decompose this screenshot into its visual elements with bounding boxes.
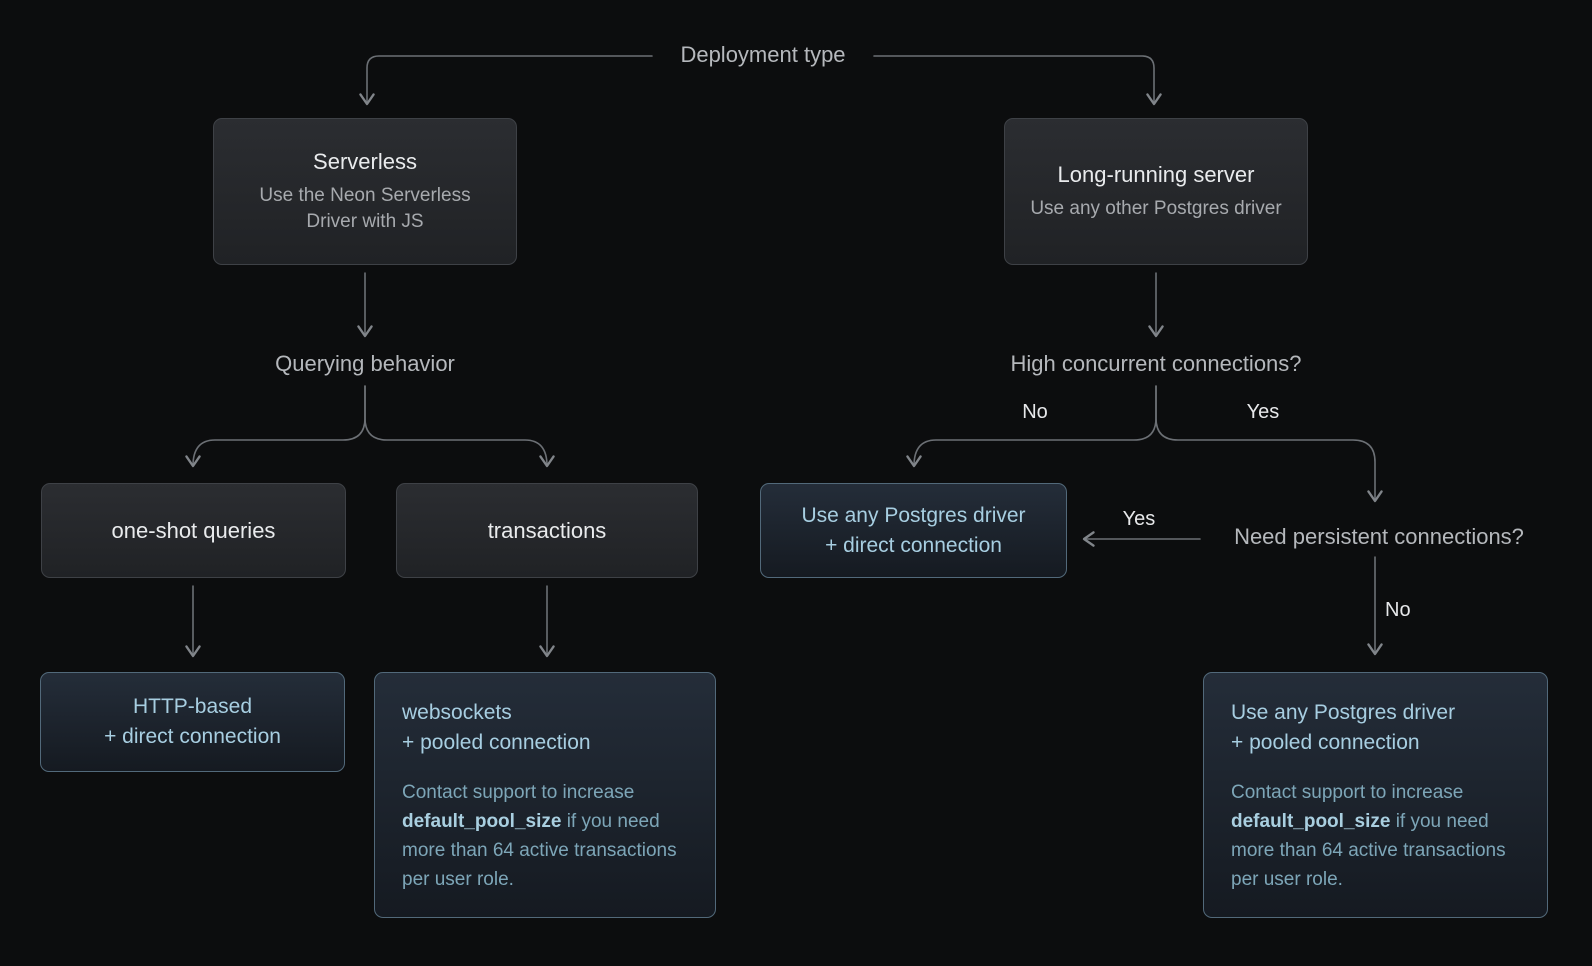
result-pooled-note: Contact support to increase default_pool…	[1231, 778, 1520, 895]
note-pre: Contact support to increase	[1231, 781, 1464, 803]
result-card-websockets: websockets + pooled connection Contact s…	[374, 672, 716, 918]
note-post: if you need more than 64 active transact…	[1231, 810, 1506, 891]
edge-querying-to-oneshot	[185, 385, 366, 468]
result-pooled-title: Use any Postgres driver + pooled connect…	[1231, 698, 1520, 758]
root-label-deployment-type: Deployment type	[680, 42, 846, 67]
card-serverless-subtitle: Use the Neon Serverless Driver with JS	[259, 184, 471, 233]
result-card-direct-connection: Use any Postgres driver + direct connect…	[760, 483, 1067, 578]
result-websockets-note: Contact support to increase default_pool…	[402, 778, 688, 895]
label-high-concurrent-connections: High concurrent connections?	[1010, 351, 1302, 376]
edge-highconcurrent-yes	[1155, 385, 1383, 503]
note-pre: Contact support to increase	[402, 781, 635, 803]
label-querying-behavior: Querying behavior	[275, 351, 455, 376]
edge-querying-to-transactions	[364, 385, 555, 468]
label-persistent-no: No	[1385, 599, 1411, 621]
result-http-line2: + direct connection	[104, 725, 281, 748]
card-long-running-server: Long-running server Use any other Postgr…	[1004, 118, 1308, 265]
edge-root-to-serverless	[359, 55, 653, 106]
result-http-line1: HTTP-based	[132, 695, 253, 719]
result-websockets-title: websockets + pooled connection	[402, 698, 688, 758]
card-serverless: Serverless Use the Neon Serverless Drive…	[213, 118, 517, 265]
card-one-shot-queries: one-shot queries	[41, 483, 346, 578]
result-card-pooled-connection: Use any Postgres driver + pooled connect…	[1203, 672, 1548, 918]
result-direct-line2: + direct connection	[825, 533, 1002, 557]
label-persistent-yes: Yes	[1122, 508, 1156, 530]
card-one-shot-queries-label: one-shot queries	[111, 517, 276, 543]
card-long-running-title: Long-running server	[1057, 162, 1255, 188]
result-direct-title: Use any Postgres driver + direct connect…	[801, 501, 1025, 561]
card-serverless-title: Serverless	[313, 149, 417, 175]
result-websockets-line1: websockets	[402, 701, 512, 724]
edge-root-to-long-running	[873, 55, 1162, 106]
result-direct-line1: Use any Postgres driver	[801, 503, 1026, 527]
result-pooled-line1: Use any Postgres driver	[1231, 701, 1456, 724]
result-websockets-line2: + pooled connection	[402, 730, 591, 754]
note-bold-default-pool-size: default_pool_size	[402, 810, 562, 832]
result-http-title: HTTP-based + direct connection	[104, 692, 281, 752]
label-need-persistent-connections: Need persistent connections?	[1234, 524, 1524, 549]
card-long-running-subtitle: Use any other Postgres driver	[1030, 198, 1282, 220]
label-highconcurrent-yes: Yes	[1246, 401, 1280, 423]
edge-highconcurrent-no	[906, 385, 1157, 468]
card-transactions-label: transactions	[487, 517, 607, 543]
result-card-http-based: HTTP-based + direct connection	[40, 672, 345, 772]
note-bold-default-pool-size: default_pool_size	[1231, 810, 1391, 832]
label-highconcurrent-no: No	[1022, 401, 1048, 423]
result-pooled-line2: + pooled connection	[1231, 730, 1420, 754]
note-post: if you need more than 64 active transact…	[402, 810, 677, 891]
card-transactions: transactions	[396, 483, 698, 578]
